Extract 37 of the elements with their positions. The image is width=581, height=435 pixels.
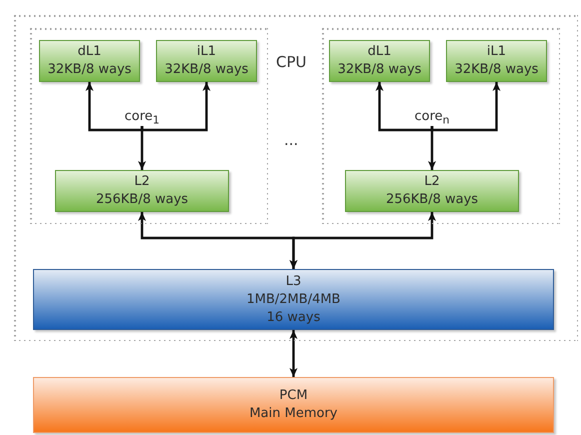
cache-spec: 32KB/8 ways bbox=[338, 61, 422, 79]
cache-name: iL1 bbox=[486, 43, 506, 61]
cache-name: L2 bbox=[424, 173, 440, 191]
cache-bar bbox=[33, 269, 554, 330]
cache-spec: 256KB/8 ways bbox=[96, 191, 188, 209]
arrow bbox=[376, 82, 434, 132]
arrow bbox=[428, 126, 436, 170]
cache-spec: 32KB/8 ways bbox=[164, 61, 248, 79]
cache-box bbox=[345, 170, 519, 212]
memory-box bbox=[33, 377, 554, 433]
ellipsis-label: ... bbox=[284, 131, 298, 149]
cache-box bbox=[55, 170, 229, 212]
core-label: core$_{1}$ bbox=[117, 107, 167, 126]
cache-spec: 32KB/8 ways bbox=[454, 61, 538, 79]
cache-box bbox=[329, 40, 430, 82]
bidirectional-arrow bbox=[290, 330, 298, 377]
arrow bbox=[140, 82, 210, 132]
cache-spec: 1MB/2MB/4MB bbox=[246, 290, 340, 308]
cache-name: dL1 bbox=[368, 43, 392, 61]
cache-box bbox=[39, 40, 140, 82]
arrow bbox=[430, 82, 500, 132]
core-label: core$_{n}$ bbox=[407, 107, 457, 126]
cpu-label: CPU bbox=[276, 53, 306, 71]
arrow bbox=[86, 82, 144, 132]
cache-name: iL1 bbox=[196, 43, 216, 61]
cache-box bbox=[156, 40, 257, 82]
cache-name: L2 bbox=[134, 173, 150, 191]
bidirectional-arrow bbox=[290, 212, 436, 269]
cache-spec: 256KB/8 ways bbox=[386, 191, 478, 209]
arrow bbox=[138, 126, 146, 170]
memory-name: PCM bbox=[279, 387, 308, 405]
cache-name: L3 bbox=[286, 272, 302, 290]
cache-box bbox=[446, 40, 547, 82]
cache-spec: 32KB/8 ways bbox=[48, 61, 132, 79]
memory-type: Main Memory bbox=[249, 405, 338, 423]
cache-spec: 16 ways bbox=[266, 308, 320, 326]
cache-name: dL1 bbox=[78, 43, 102, 61]
